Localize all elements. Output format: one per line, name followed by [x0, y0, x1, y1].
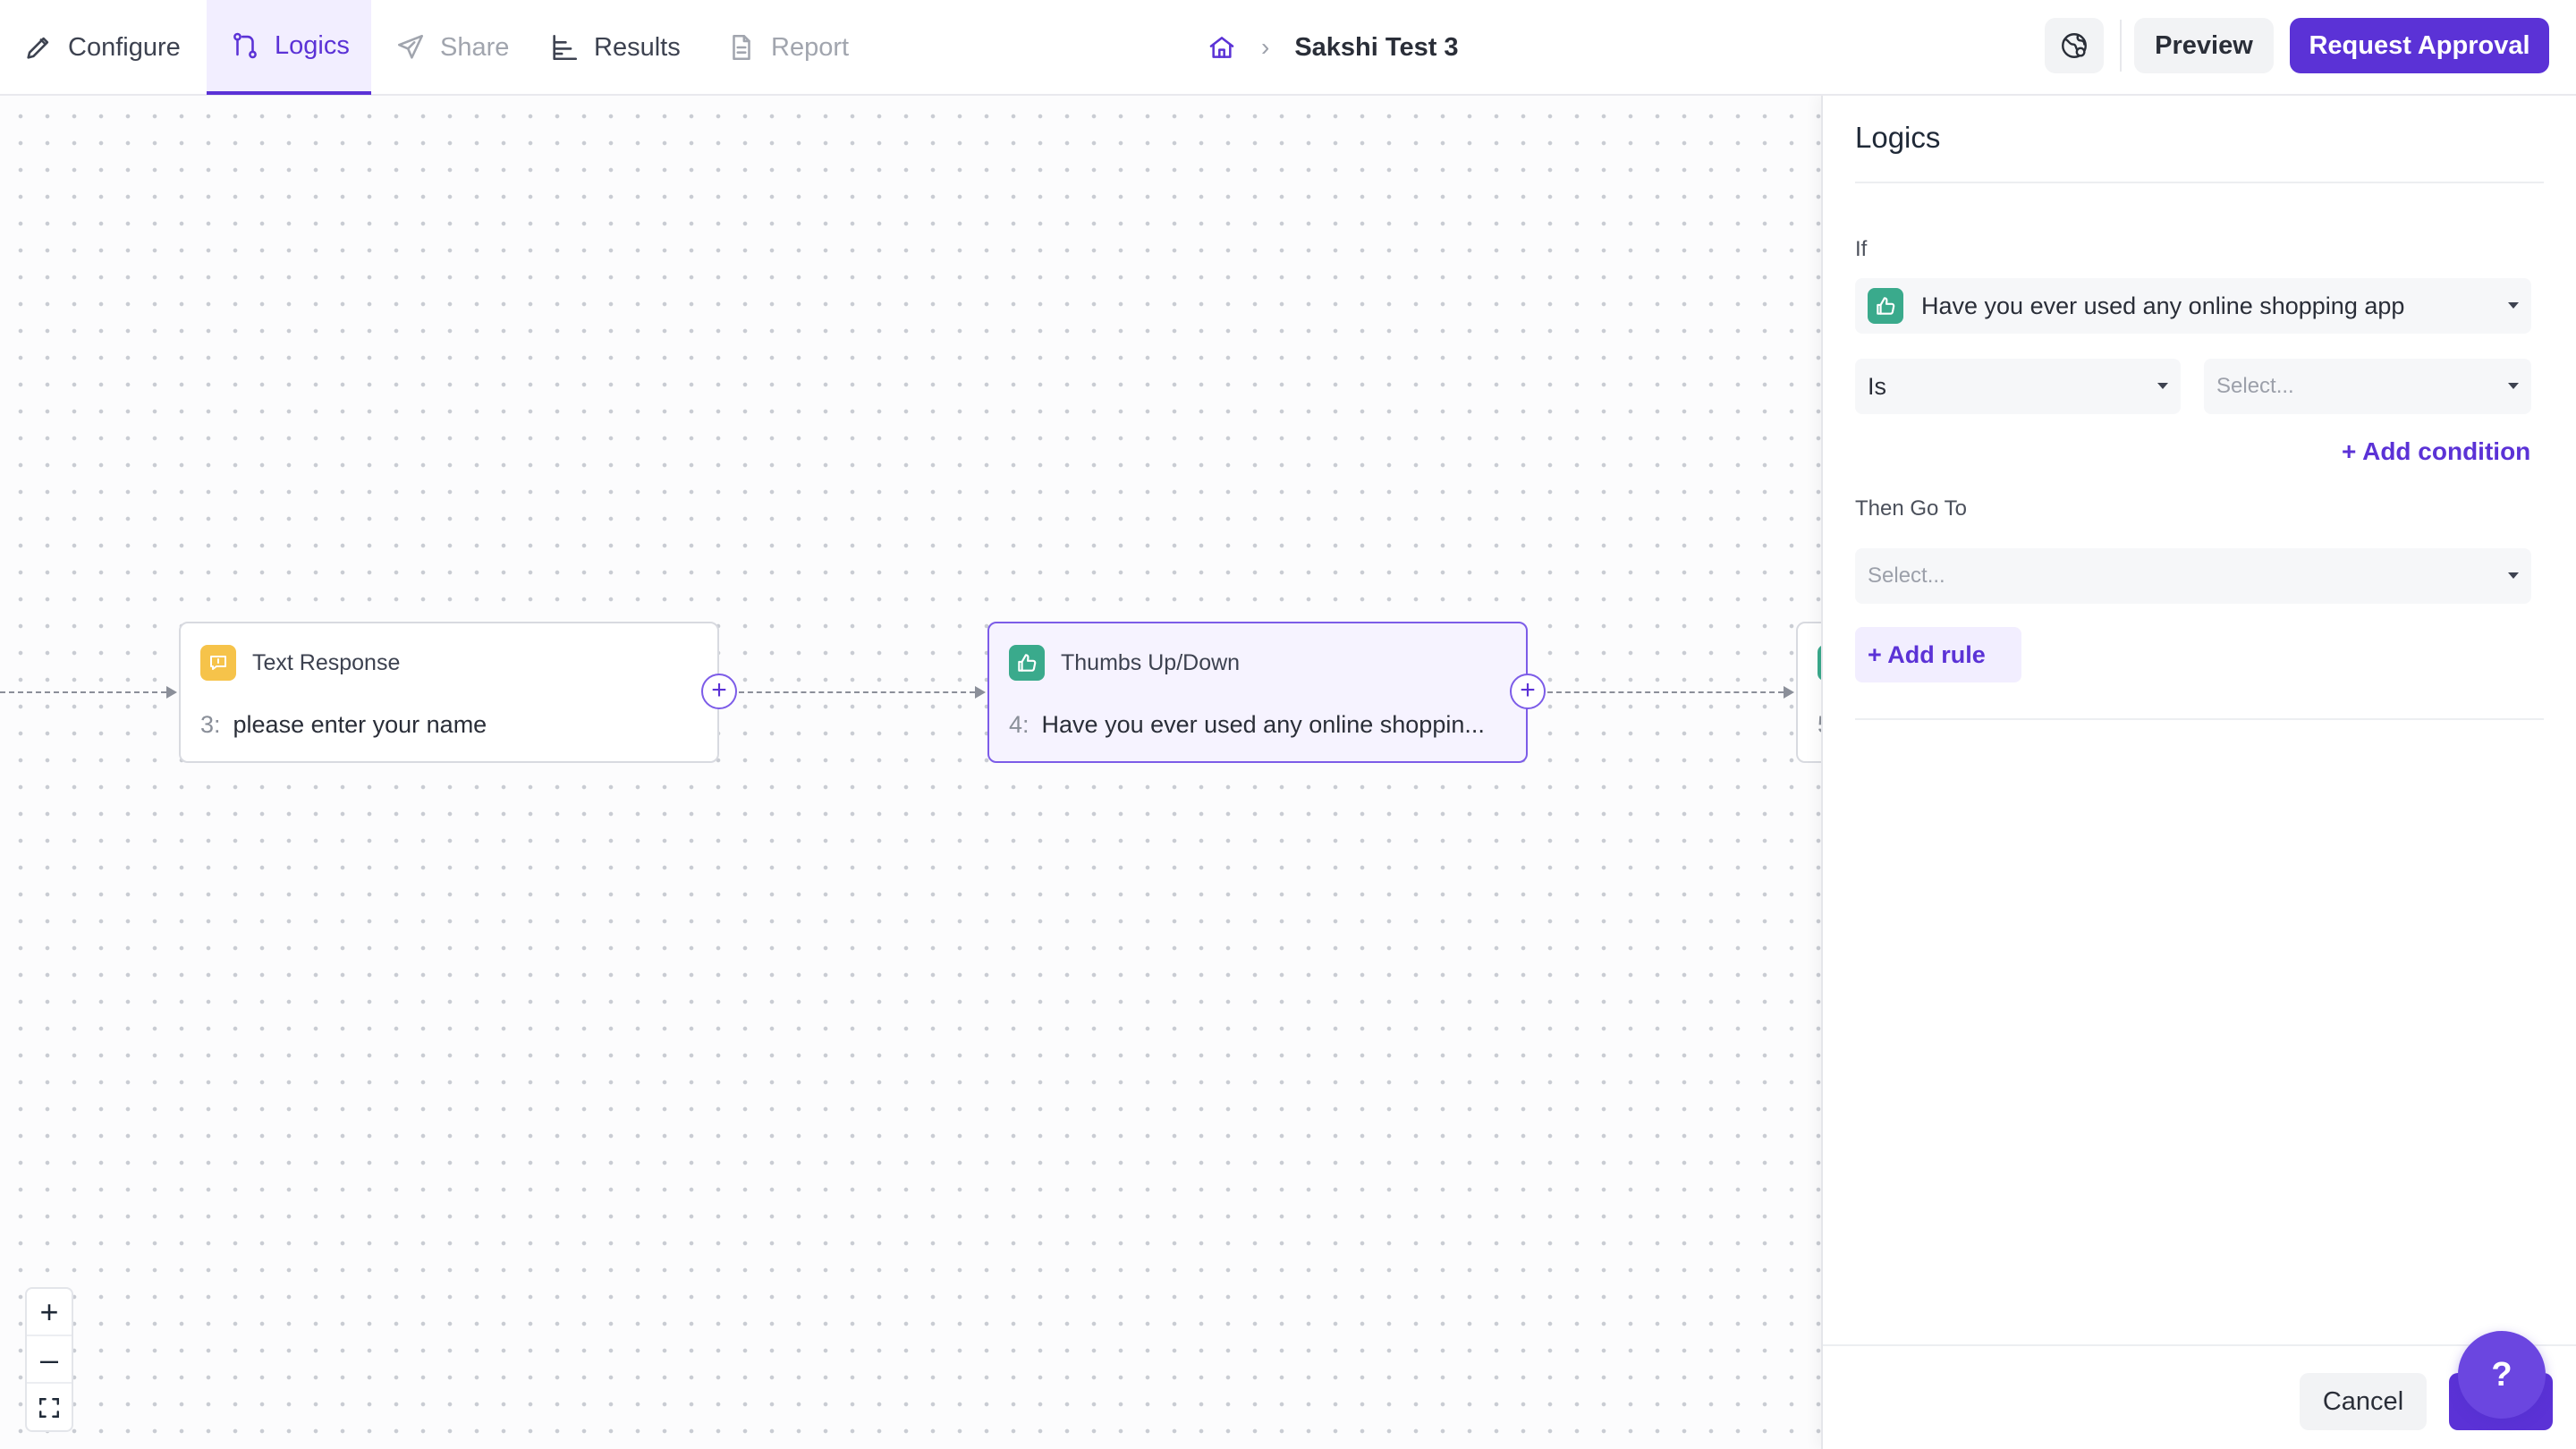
node-question: 3: please enter your name: [200, 711, 487, 739]
tab-configure-label: Configure: [68, 32, 181, 62]
tab-logics[interactable]: Logics: [207, 0, 371, 95]
value-select[interactable]: Select...: [2204, 359, 2531, 414]
branch-icon: [233, 32, 257, 59]
fit-screen-button[interactable]: [27, 1384, 72, 1431]
home-icon[interactable]: [1208, 33, 1236, 62]
then-go-to-label: Then Go To: [1855, 496, 1967, 521]
page-title: Sakshi Test 3: [1294, 32, 1459, 62]
preview-button[interactable]: Preview: [2134, 18, 2274, 73]
pencil-icon: [27, 37, 49, 59]
node-question-text: Have you ever used any online shoppin...: [1041, 711, 1485, 738]
if-label: If: [1855, 237, 1868, 261]
thumbs-up-icon: [1818, 645, 1821, 681]
chevron-down-icon: [2508, 302, 2519, 309]
chevron-down-icon: [2157, 383, 2168, 389]
globe-settings-button[interactable]: [2045, 18, 2104, 73]
fit-screen-icon: [39, 1397, 59, 1418]
thumbs-up-icon: [1009, 645, 1045, 681]
send-icon: [397, 34, 424, 59]
edge-arrow: [975, 686, 986, 699]
zoom-in-button[interactable]: +: [27, 1289, 72, 1336]
node-type-label: Text Response: [252, 649, 401, 675]
operator-select[interactable]: Is: [1855, 359, 2181, 414]
flow-canvas[interactable]: Text Response 3: please enter your name +…: [0, 96, 1821, 1449]
cancel-button[interactable]: Cancel: [2300, 1373, 2427, 1430]
node-number: 3:: [200, 711, 221, 738]
breadcrumb: › Sakshi Test 3: [1208, 0, 1459, 95]
header-divider: [2120, 20, 2122, 72]
panel-footer-divider: [1823, 1344, 2576, 1346]
tab-results-label: Results: [594, 32, 681, 62]
value-select-placeholder: Select...: [2216, 374, 2294, 398]
tab-results[interactable]: Results: [549, 0, 681, 95]
tab-logics-label: Logics: [275, 30, 350, 60]
document-icon: [733, 34, 750, 61]
add-node-button[interactable]: +: [1510, 674, 1546, 709]
node-number: 4:: [1009, 711, 1030, 738]
edge-3-4: [739, 691, 975, 693]
question-select[interactable]: Have you ever used any online shopping a…: [1855, 278, 2531, 334]
help-button[interactable]: ?: [2458, 1331, 2546, 1419]
node-question: 5: [1818, 711, 1821, 739]
bar-chart-icon: [553, 34, 578, 61]
tab-share-label: Share: [440, 32, 510, 62]
node-header: Thumbs Up/Down: [1009, 645, 1240, 681]
flow-node-thumbs-up-down[interactable]: Thumbs Up/Down 4: Have you ever used any …: [987, 622, 1528, 763]
node-header: [1818, 645, 1821, 681]
tab-configure[interactable]: Configure: [23, 0, 181, 95]
edge-4-5: [1547, 691, 1784, 693]
panel-divider: [1855, 182, 2544, 183]
goto-select[interactable]: Select...: [1855, 548, 2531, 604]
operator-select-value: Is: [1868, 372, 1887, 400]
node-header: Text Response: [200, 645, 400, 681]
tab-report[interactable]: Report: [726, 0, 849, 95]
question-select-value: Have you ever used any online shopping a…: [1921, 292, 2405, 319]
breadcrumb-separator: ›: [1261, 33, 1270, 61]
tab-report-label: Report: [771, 32, 850, 62]
panel-divider: [1855, 718, 2544, 720]
node-number: 5: [1818, 711, 1821, 738]
goto-select-placeholder: Select...: [1868, 564, 1945, 588]
globe-settings-icon: [2062, 33, 2087, 58]
request-approval-button[interactable]: Request Approval: [2290, 18, 2549, 73]
node-question: 4: Have you ever used any online shoppin.…: [1009, 711, 1485, 739]
zoom-controls: + –: [25, 1287, 73, 1432]
node-question-text: please enter your name: [233, 711, 487, 738]
edge-arrow: [1784, 686, 1794, 699]
add-rule-button[interactable]: + Add rule: [1855, 627, 2021, 682]
flow-node-5[interactable]: 5: [1796, 622, 1821, 763]
chevron-down-icon: [2508, 572, 2519, 579]
chat-icon: [200, 645, 236, 681]
flow-node-text-response[interactable]: Text Response 3: please enter your name: [179, 622, 719, 763]
add-node-button[interactable]: +: [701, 674, 737, 709]
chevron-down-icon: [2508, 383, 2519, 389]
tab-share[interactable]: Share: [395, 0, 509, 95]
thumbs-up-icon: [1868, 288, 1903, 324]
logics-panel: Logics If Have you ever used any online …: [1821, 96, 2576, 1449]
panel-title: Logics: [1855, 121, 1941, 154]
zoom-out-button[interactable]: –: [27, 1336, 72, 1384]
edge-arrow: [166, 686, 177, 699]
add-condition-link[interactable]: + Add condition: [2342, 437, 2531, 465]
edge-in: [0, 691, 166, 693]
node-type-label: Thumbs Up/Down: [1061, 649, 1241, 675]
top-bar: Configure Logics Share Results Report › …: [0, 0, 2576, 96]
